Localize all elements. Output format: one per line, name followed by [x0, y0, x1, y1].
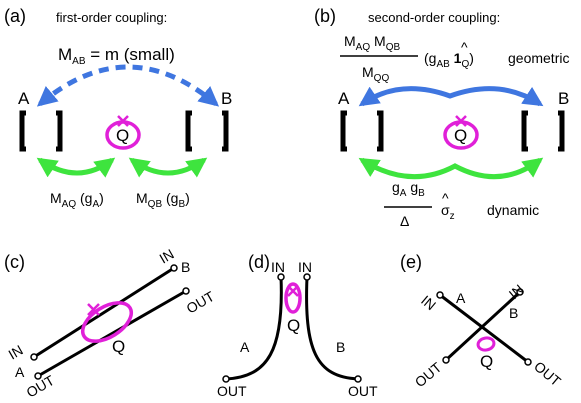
port-a-out-e [524, 358, 532, 366]
cavity-a-left-mirror-b [340, 110, 347, 152]
in-label-top: IN [157, 246, 177, 267]
port-a-in-d [277, 273, 285, 281]
line-b [37, 289, 187, 378]
panel-c-tag: (c) [4, 252, 25, 272]
waveguide-b [305, 276, 359, 381]
cavity-a-left-mirror [19, 110, 26, 152]
dynamic-label: dynamic [487, 202, 539, 218]
panel-b-caption: second-order coupling: [368, 10, 500, 25]
panel-b: (b) second-order coupling: MAQ MQB MQQ (… [314, 6, 569, 229]
geometric-denominator: MQQ [362, 64, 389, 84]
coupling-m-ab-label: MAB = m (small) [58, 45, 175, 67]
qubit-junction-b [455, 115, 467, 127]
out-label-left: OUT [217, 383, 247, 399]
port-b-in [170, 264, 178, 272]
qubit-loop-e [476, 336, 496, 352]
port-b-out [182, 287, 190, 295]
qubit-label: Q [116, 126, 129, 145]
port-a-out-d [222, 375, 230, 383]
port-a-out [34, 372, 42, 380]
direct-coupling-arrow [36, 64, 220, 107]
geometric-label: geometric [508, 50, 569, 66]
in-label-right: IN [298, 259, 312, 275]
qubit-label-c: Q [112, 337, 125, 356]
panel-a: (a) first-order coupling: MAB = m (small… [4, 6, 232, 210]
dynamic-denominator: Δ [400, 213, 409, 229]
panel-d-tag: (d) [248, 252, 270, 272]
port-b-in-d [303, 273, 311, 281]
qubit-junction-c [87, 303, 100, 316]
cavity-b-right-mirror-b [558, 110, 565, 152]
panel-b-tag: (b) [314, 6, 336, 26]
resonator-a-label-b: A [338, 89, 350, 108]
out-label-right-e: OUT [531, 358, 564, 390]
qubit-label-d: Q [287, 316, 300, 335]
geometric-hat: ^ [461, 39, 468, 55]
resonator-b-label: B [221, 89, 232, 108]
coupling-qb-label: MQB (gB) [136, 190, 190, 210]
line-a-e [439, 293, 529, 364]
a-label-e: A [456, 290, 466, 306]
a-label-d: A [240, 339, 250, 355]
coupling-aq-label: MAQ (gA) [50, 190, 104, 210]
out-label-right: OUT [348, 383, 378, 399]
b-label-c: B [181, 259, 190, 275]
cavity-b-left-mirror-b [521, 110, 528, 152]
out-label-bottom: OUT [24, 372, 58, 401]
dynamic-sigma: σz [441, 202, 455, 222]
qubit-loop-c [81, 301, 133, 343]
dynamic-coupling-arrow [358, 157, 544, 180]
panel-a-tag: (a) [4, 6, 26, 26]
cavity-a-right-mirror-b [377, 110, 384, 152]
port-b-out-d [354, 375, 362, 383]
geometric-coupling-arrow [358, 86, 544, 107]
in-label-left: IN [271, 259, 285, 275]
coupling-aq-arrow [36, 157, 116, 178]
port-a-in [30, 353, 38, 361]
panel-e: (e) IN A IN B Q OUT OUT [400, 252, 564, 390]
qubit-junction-d [287, 285, 299, 297]
in-label-bottom: IN [6, 342, 26, 363]
cavity-b-left-mirror [185, 110, 192, 152]
cavity-a-right-mirror [56, 110, 63, 152]
in-label-right-e: IN [506, 281, 527, 302]
port-b-out-e [442, 356, 450, 364]
coupling-qb-arrow [128, 157, 208, 178]
b-label-e: B [509, 305, 518, 321]
line-b-e [444, 290, 522, 362]
qubit-junction [117, 115, 129, 127]
geometric-factor: (gAB 1Q) [424, 50, 474, 70]
qubit-label-e: Q [480, 352, 493, 371]
qubit-loop-d [284, 282, 302, 314]
a-label-c: A [15, 364, 25, 380]
in-label-left-e: IN [418, 292, 439, 313]
resonator-b-label-b: B [558, 89, 569, 108]
panel-c: (c) IN B OUT Q IN A OUT [4, 246, 217, 401]
qubit-label-b: Q [454, 126, 467, 145]
out-label-left-e: OUT [412, 359, 445, 391]
port-a-in-e [436, 291, 444, 299]
b-label-d: B [336, 339, 345, 355]
waveguide-a [225, 276, 283, 381]
resonator-a-label: A [18, 89, 30, 108]
line-a [33, 266, 175, 359]
cavity-b-right-mirror [222, 110, 229, 152]
panel-e-tag: (e) [400, 252, 422, 272]
panel-a-caption: first-order coupling: [56, 10, 167, 25]
panel-d: (d) IN IN Q A B OUT OUT [217, 252, 378, 399]
dynamic-numerator: gA gB [392, 179, 425, 199]
geometric-numerator: MAQ MQB [344, 33, 400, 53]
port-b-in-e [516, 288, 524, 296]
dynamic-hat: ^ [442, 190, 449, 206]
